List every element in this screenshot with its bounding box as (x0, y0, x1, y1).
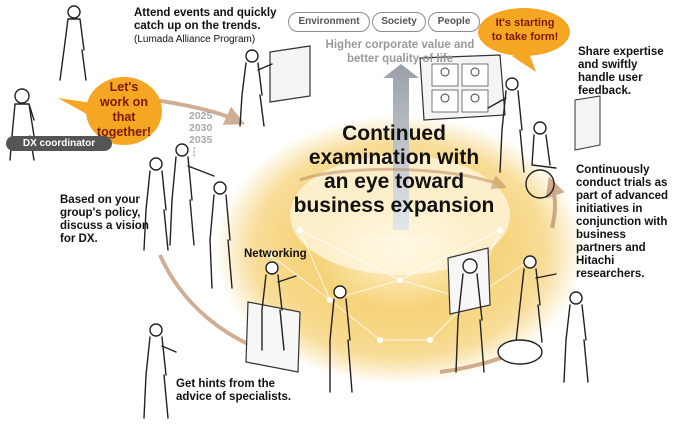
caption-hints-line: advice of specialists. (176, 391, 292, 403)
caption-events-line: catch up on the trends. (134, 20, 261, 32)
whiteboard-bottom (245, 301, 301, 373)
beanbag (497, 339, 543, 365)
caption-trials-line: Hitachi (576, 255, 615, 267)
person-trial-3 (563, 291, 589, 383)
caption-policy-line: for DX. (60, 233, 98, 245)
center-heading-line: business expansion (293, 194, 495, 217)
caption-expertise: Share expertise and swiftly handle user … (578, 46, 678, 98)
caption-policy-line: group's policy, (60, 207, 141, 219)
bubble-right-line: It's starting (495, 17, 555, 29)
years-list: 2025 2030 2035 ⋮ (189, 110, 212, 158)
caption-trials-line: part of advanced (576, 190, 669, 202)
person-top-left (59, 5, 87, 81)
video-call-screen (419, 54, 506, 121)
caption-trials-line: business (576, 229, 626, 241)
presentation-board-top (269, 45, 311, 103)
person-dx-coordinator (9, 88, 35, 161)
bubble-right-shape (478, 8, 570, 56)
person-vision-2 (169, 143, 215, 246)
person-networking-2 (329, 285, 353, 393)
value-text-line: Higher corporate value and (325, 39, 475, 51)
person-trial-2 (515, 255, 557, 343)
caption-events-note: (Lumada Alliance Program) (134, 34, 256, 45)
cycle-arrow-inner (299, 167, 507, 190)
bubble-right: It's starting to take form! (480, 16, 570, 44)
person-specialist (143, 323, 177, 419)
center-heading: Continued examination with an eye toward… (258, 122, 530, 218)
caption-events: Attend events and quickly catch up on th… (134, 7, 304, 46)
caption-expertise-line: feedback. (578, 85, 632, 97)
caption-trials-line: researchers. (576, 268, 645, 280)
whiteboard-right (447, 247, 491, 315)
caption-trials-line: conduct trials as (576, 177, 668, 189)
bubble-left: Let's work on that together! (88, 80, 160, 140)
caption-expertise-line: and swiftly (578, 59, 638, 71)
person-vision-3 (209, 181, 233, 289)
caption-expertise-line: handle user (578, 72, 643, 84)
remote-screen-right (574, 95, 601, 151)
center-heading-line: an eye toward (323, 170, 465, 193)
bubble-left-tail (58, 98, 92, 117)
value-up-arrow (383, 64, 419, 230)
networking-label: Networking (244, 248, 307, 260)
center-heading-line: examination with (308, 146, 480, 169)
year-item: 2030 (189, 122, 213, 134)
person-share-expertise (487, 77, 525, 173)
caption-policy: Based on your group's policy, discuss a … (60, 194, 150, 246)
caption-events-line: Attend events and quickly (134, 7, 277, 19)
people (9, 5, 589, 419)
bubble-left-line: that (112, 110, 136, 124)
year-item: ⋮ (189, 146, 200, 158)
center-heading-line: Continued (342, 122, 446, 145)
year-item: 2035 (189, 134, 213, 146)
person-presenter-top (239, 49, 273, 127)
caption-policy-line: discuss a vision (60, 220, 149, 232)
bubble-left-line: Let's (109, 80, 139, 94)
pill-environment: Environment (288, 12, 370, 32)
year-item: 2025 (189, 110, 213, 122)
caption-trials: Continuously conduct trials as part of a… (576, 164, 680, 281)
person-trial-1 (455, 258, 485, 373)
bubble-left-shape (86, 77, 162, 145)
bubble-left-line: together! (96, 125, 152, 139)
dx-coordinator-label: DX coordinator (6, 136, 112, 151)
pill-society: Society (372, 12, 426, 32)
person-networking-1 (261, 261, 297, 351)
caption-hints: Get hints from the advice of specialists… (176, 378, 326, 404)
value-text: Higher corporate value and better qualit… (300, 38, 500, 66)
person-wheelchair (525, 121, 557, 199)
caption-policy-line: Based on your (60, 194, 140, 206)
caption-trials-line: initiatives in (576, 203, 643, 215)
caption-trials-line: partners and (576, 242, 646, 254)
person-vision-1 (143, 157, 169, 251)
caption-trials-line: Continuously (576, 164, 650, 176)
value-text-line: better quality of life (346, 53, 454, 65)
pill-people: People (428, 12, 480, 32)
bubble-left-line: work on (100, 95, 148, 109)
caption-trials-line: conjunction with (576, 216, 668, 228)
bubble-right-line: to take form! (491, 31, 559, 43)
caption-hints-line: Get hints from the (176, 378, 276, 390)
caption-expertise-line: Share expertise (578, 46, 664, 58)
